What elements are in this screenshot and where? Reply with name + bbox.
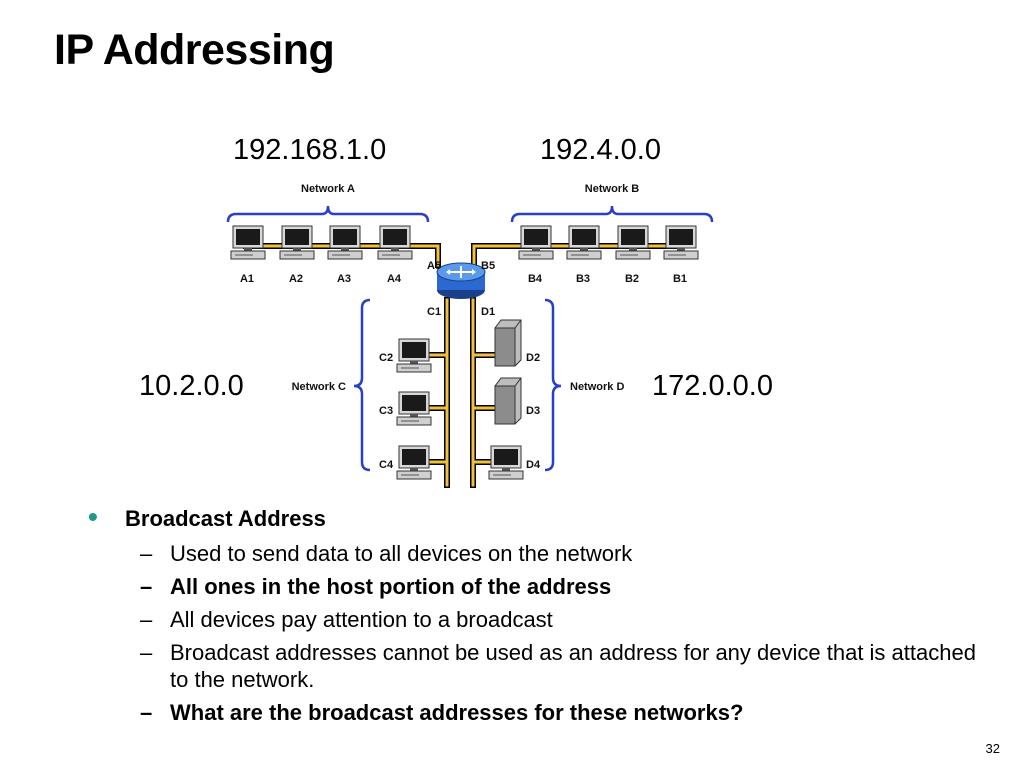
host-label: A4 [387, 273, 402, 285]
host-label: D3 [526, 405, 540, 417]
pc-icon [377, 225, 413, 260]
pc-icon [615, 225, 651, 260]
sub-bullet-text: What are the broadcast addresses for the… [170, 700, 744, 725]
pc-icon [518, 225, 554, 260]
dash-icon: – [140, 574, 153, 599]
pc-icon [396, 445, 432, 480]
port-label-d1: D1 [481, 306, 495, 318]
network-address-d: 172.0.0.0 [652, 370, 773, 402]
pc-icon [488, 445, 524, 480]
dash-icon: – [140, 607, 153, 632]
host-label: B3 [576, 273, 590, 285]
bullet-main-text: Broadcast Address [125, 506, 326, 531]
network-diagram: 192.168.1.0 192.4.0.0 10.2.0.0 172.0.0.0… [139, 134, 773, 488]
sub-bullet: – All devices pay attention to a broadca… [88, 606, 998, 633]
sub-bullet: – Broadcast addresses cannot be used as … [88, 639, 998, 693]
network-label-d: Network D [570, 381, 624, 393]
network-label-a: Network A [301, 183, 355, 195]
sub-bullet-list: – Used to send data to all devices on th… [88, 540, 998, 726]
sub-bullet-text: All ones in the host portion of the addr… [170, 574, 612, 599]
pc-icon [230, 225, 266, 260]
host-label: A2 [289, 273, 303, 285]
sub-bullet: – Used to send data to all devices on th… [88, 540, 998, 567]
host-label: D2 [526, 352, 540, 364]
port-label-b5: B5 [481, 260, 495, 272]
network-address-c: 10.2.0.0 [139, 370, 244, 402]
pc-icon [279, 225, 315, 260]
network-address-b: 192.4.0.0 [540, 134, 661, 166]
bullet-main: • Broadcast Address [88, 501, 998, 534]
host-label: B4 [528, 273, 543, 285]
host-label: B1 [673, 273, 687, 285]
network-label-b: Network B [585, 183, 639, 195]
router-icon [436, 262, 486, 299]
host-label: D4 [526, 459, 541, 471]
brace-network-b [510, 205, 714, 223]
host-label: B2 [625, 273, 639, 285]
pc-icon [396, 391, 432, 426]
brace-network-c [353, 298, 371, 472]
pc-icon [327, 225, 363, 260]
pc-icon [396, 338, 432, 373]
dash-icon: – [140, 700, 153, 725]
host-label: A1 [240, 273, 254, 285]
sub-bullet: – What are the broadcast addresses for t… [88, 699, 998, 726]
sub-bullet: – All ones in the host portion of the ad… [88, 573, 998, 600]
port-label-a5: A5 [427, 260, 441, 272]
pc-icon [566, 225, 602, 260]
brace-network-d [544, 298, 562, 472]
dash-icon: – [140, 541, 153, 566]
host-label: C3 [379, 405, 393, 417]
network-label-c: Network C [292, 381, 346, 393]
hosts-network-a [230, 225, 413, 260]
server-icon [494, 319, 522, 367]
slide-title: IP Addressing [54, 26, 335, 74]
page-number: 32 [985, 741, 1000, 756]
sub-bullet-text: Broadcast addresses cannot be used as an… [170, 640, 976, 692]
hosts-network-b [518, 225, 699, 260]
pc-icon [663, 225, 699, 260]
bullet-list: • Broadcast Address – Used to send data … [88, 501, 998, 726]
network-address-a: 192.168.1.0 [233, 134, 386, 166]
port-label-c1: C1 [427, 306, 441, 318]
host-label: A3 [337, 273, 351, 285]
server-icon [494, 377, 522, 425]
network-braces [226, 205, 714, 472]
sub-bullet-text: All devices pay attention to a broadcast [170, 607, 553, 632]
brace-network-a [226, 205, 430, 223]
host-label: C2 [379, 352, 393, 364]
bullet-dot-icon: • [88, 501, 98, 532]
hosts-network-c [396, 338, 432, 480]
sub-bullet-text: Used to send data to all devices on the … [170, 541, 633, 566]
host-label: C4 [379, 459, 394, 471]
hosts-network-d [488, 319, 524, 480]
dash-icon: – [140, 640, 153, 665]
